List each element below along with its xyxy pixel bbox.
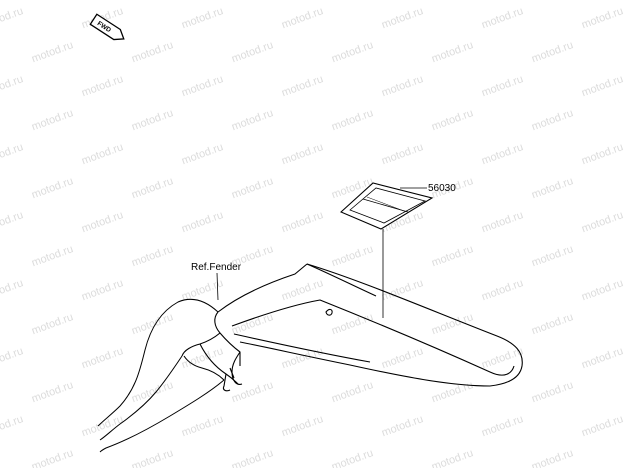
label-sticker-part: [339, 182, 434, 230]
reference-leader-line: [216, 272, 219, 301]
rear-fender-part: [181, 263, 523, 392]
reference-fender-label: Ref.Fender: [191, 262, 242, 273]
reference-fender-outline: [97, 298, 225, 453]
fwd-arrow-icon: FWD: [89, 13, 125, 41]
part-number-label: 56030: [428, 183, 456, 194]
